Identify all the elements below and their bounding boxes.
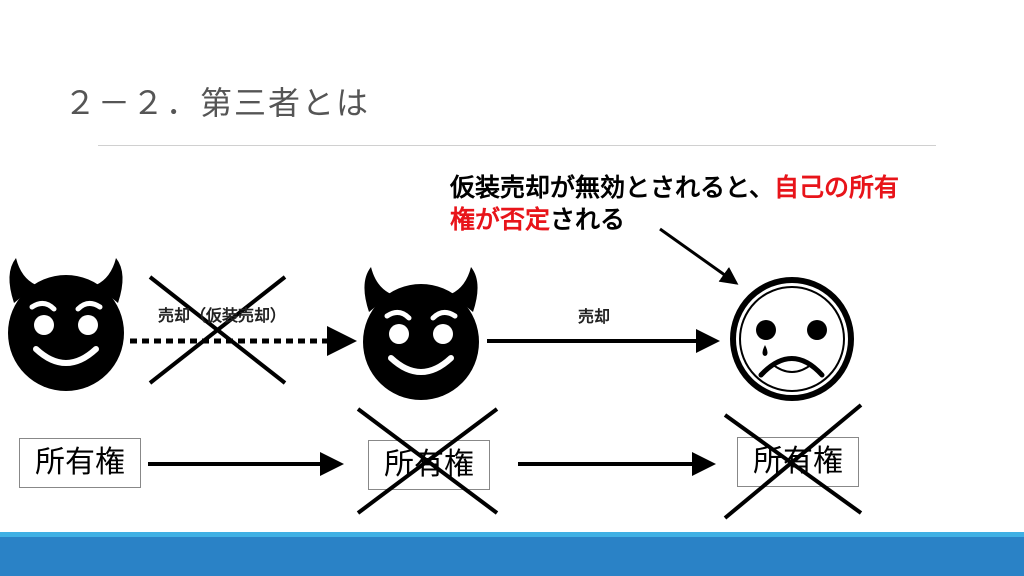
ownership-box: 所有権	[368, 440, 490, 490]
devil-face-icon	[363, 267, 479, 400]
callout-text-red: 権が否定	[450, 205, 551, 234]
cross-mark-icon	[148, 275, 287, 385]
footer-bar	[0, 537, 1024, 576]
sad-crying-face-icon	[730, 277, 854, 401]
callout-line-2: 権が否定される	[450, 200, 625, 236]
callout-text: 仮装売却が無効とされると、	[450, 173, 775, 202]
sale-label: 売却	[578, 307, 611, 326]
callout-line-1: 仮装売却が無効とされると、自己の所有	[450, 168, 899, 204]
title-divider	[98, 145, 936, 146]
footer-accent-line	[0, 532, 1024, 537]
ownership-box: 所有権	[737, 437, 859, 487]
slide-title: ２－２．第三者とは	[64, 84, 371, 122]
callout-text: される	[550, 205, 626, 234]
devil-face-icon	[8, 258, 124, 391]
fake-sale-label: 売却（仮装売却）	[158, 306, 287, 325]
callout-text-red: 自己の所有	[774, 173, 900, 202]
callout-arrow	[659, 227, 739, 285]
ownership-box: 所有権	[19, 438, 141, 488]
